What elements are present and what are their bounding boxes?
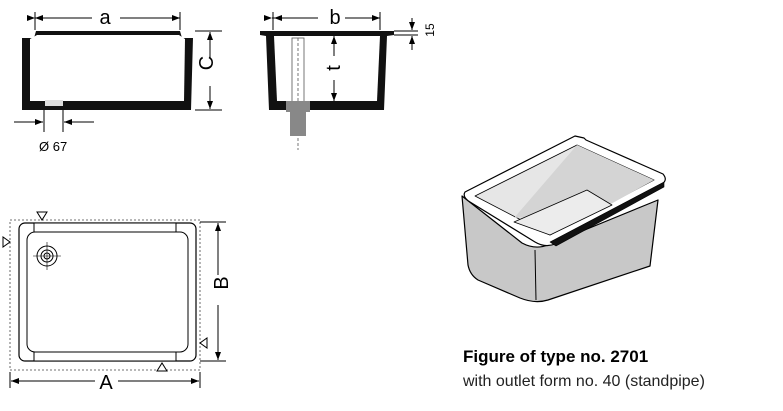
outlet-diameter-label: Ø 67 <box>39 139 67 154</box>
dimension-a-label: a <box>99 7 111 29</box>
reference-triangle-icon <box>199 337 208 349</box>
dimension-B-label: B <box>211 276 233 289</box>
reference-triangle-icon <box>156 362 168 372</box>
side-view: b t 15 <box>260 7 437 150</box>
sink-3d-illustration <box>461 135 666 303</box>
dimension-t-label: t <box>323 65 345 71</box>
dimension-b-label: b <box>329 7 340 29</box>
figure-caption-title: Figure of type no. 2701 <box>463 347 649 366</box>
reference-triangle-icon <box>36 211 48 221</box>
figure-caption-subtitle: with outlet form no. 40 (standpipe) <box>463 373 705 390</box>
top-view: B A <box>2 211 233 394</box>
rim-thickness-label: 15 <box>423 23 437 37</box>
dimension-c-label: C <box>196 56 218 70</box>
reference-triangle-icon <box>2 236 11 248</box>
front-view: a C Ø 67 <box>14 7 222 154</box>
dimension-A-label: A <box>99 372 113 394</box>
